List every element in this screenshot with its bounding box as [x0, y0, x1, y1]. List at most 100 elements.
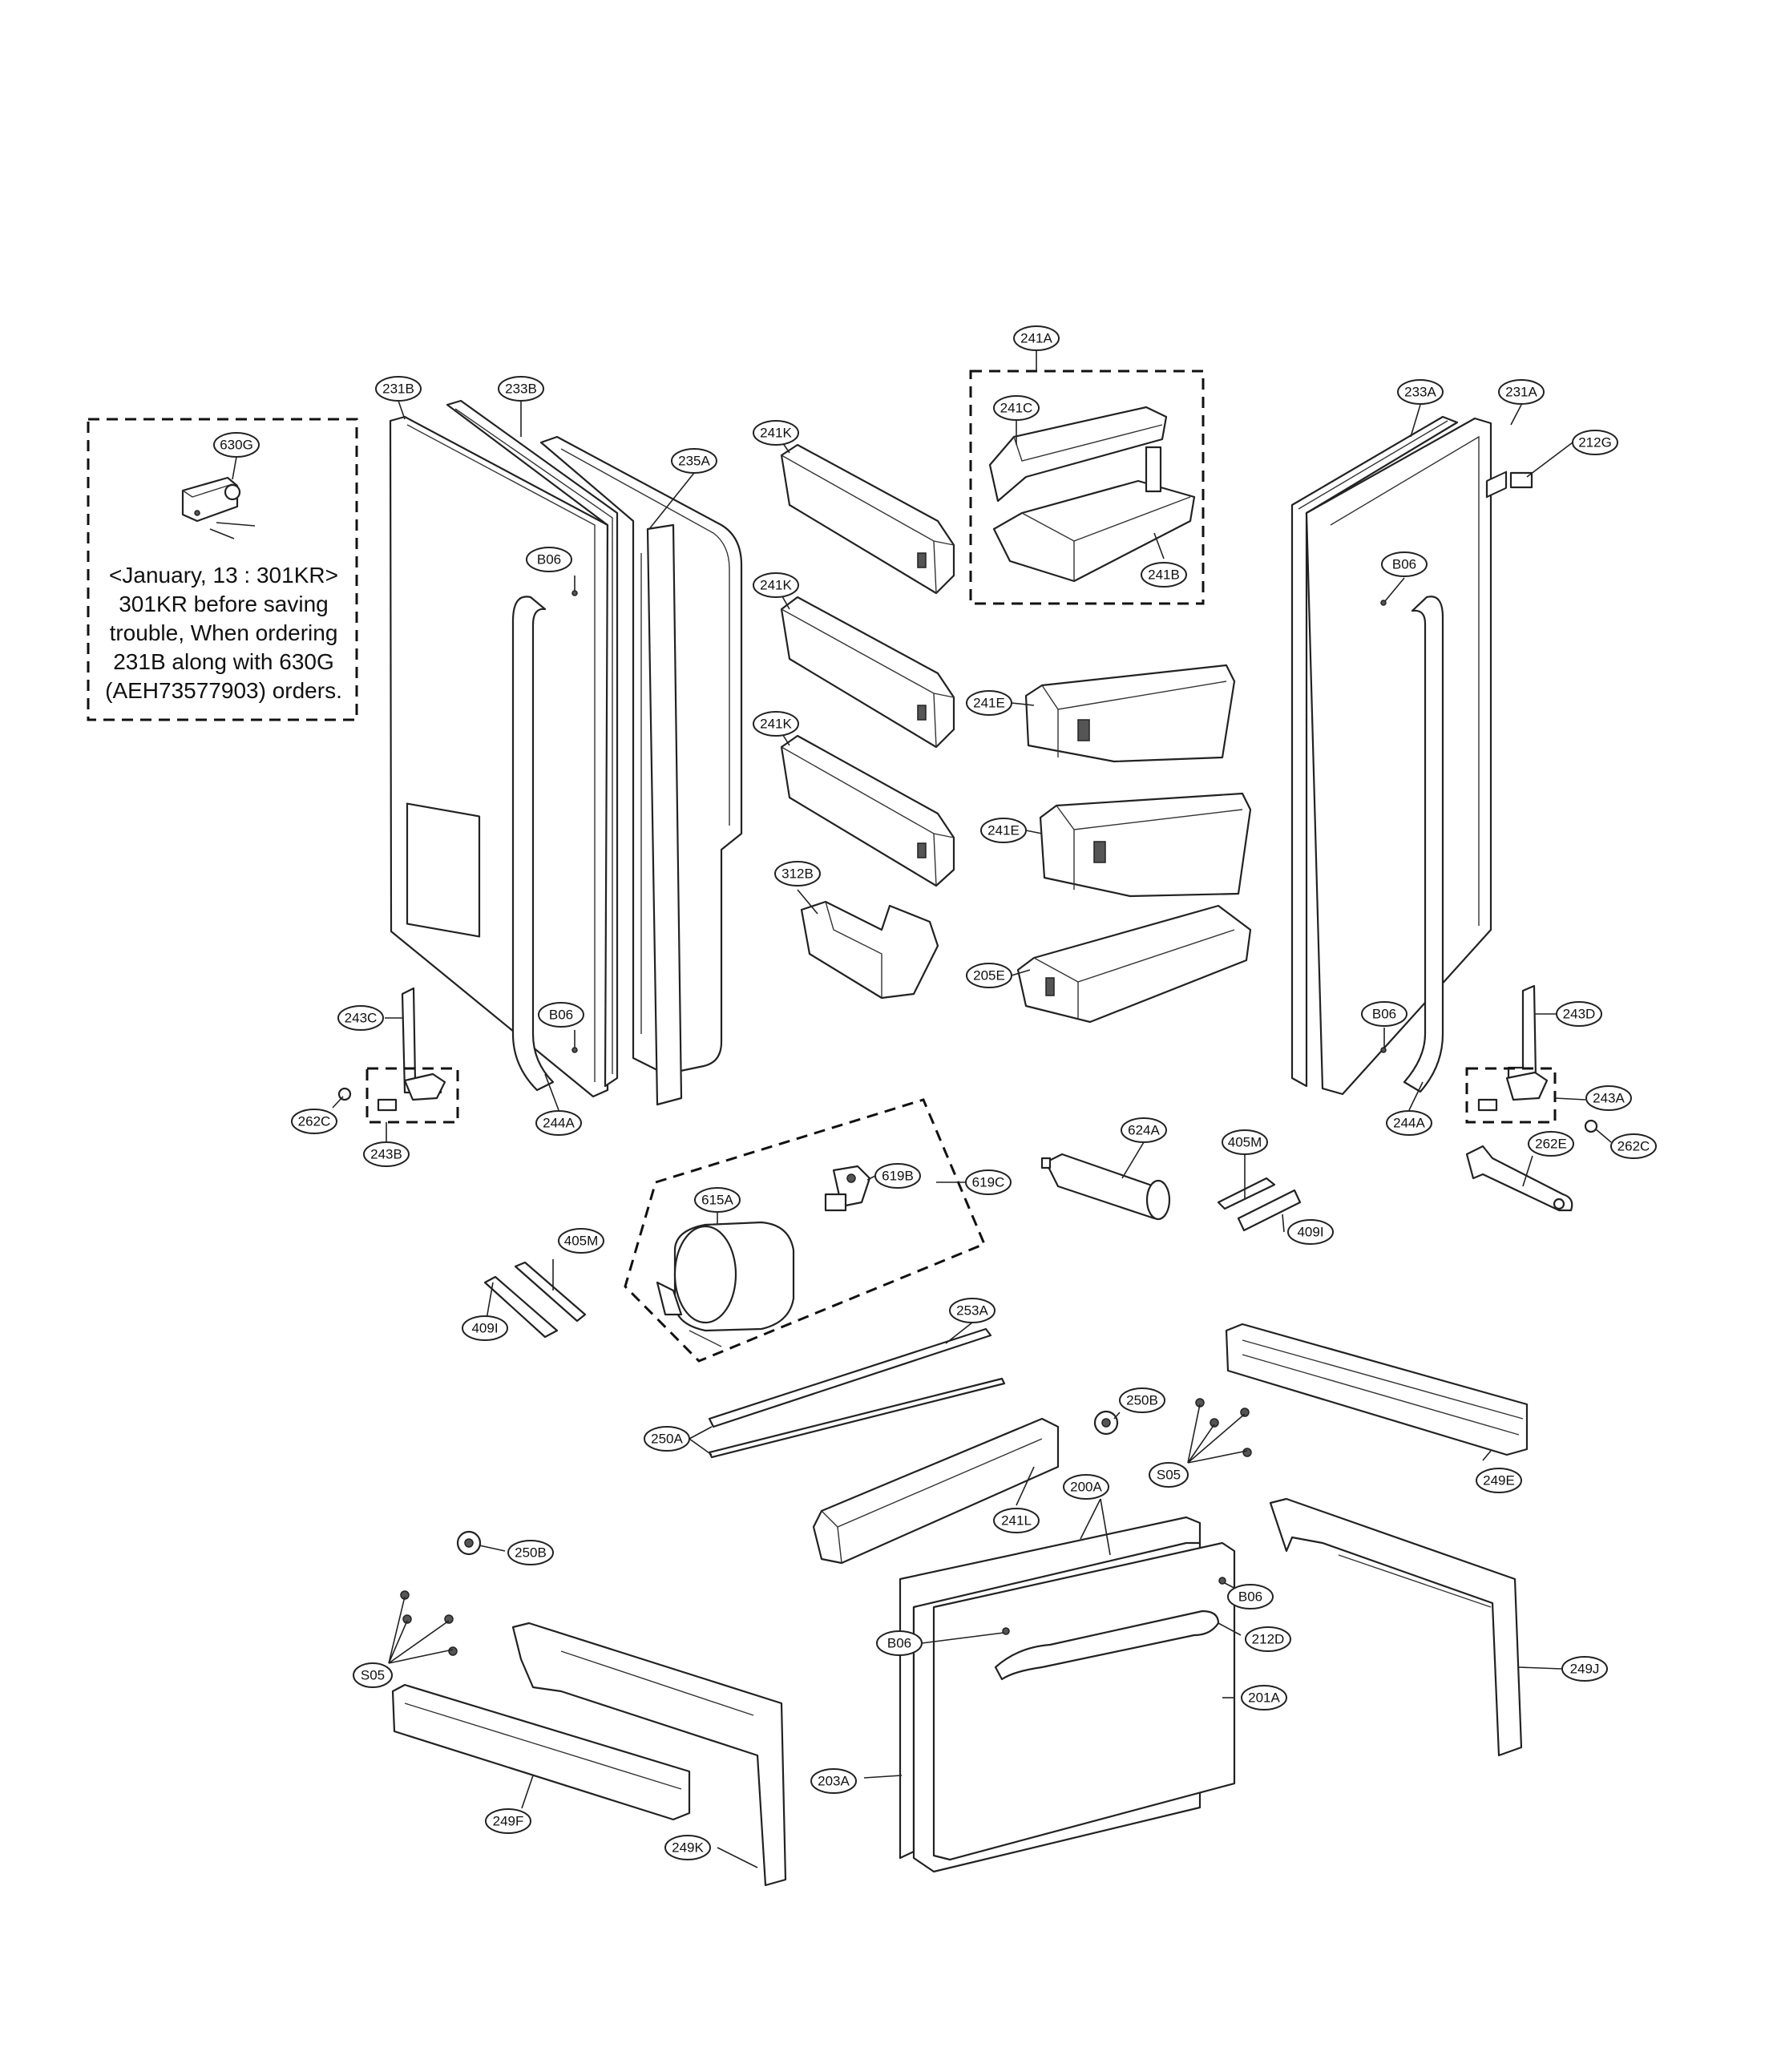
- part-241k-bin-middle: [780, 596, 955, 749]
- callout-243a: 243A: [1585, 1085, 1632, 1111]
- callout-label-262c-right: 262C: [1617, 1139, 1650, 1154]
- part-250a-seal: [708, 1377, 1006, 1459]
- callout-262c-left: 262C: [291, 1109, 337, 1134]
- callout-241k-bottom: 241K: [753, 711, 799, 737]
- callout-label-b06-left-top: B06: [537, 552, 561, 567]
- callout-label-231b: 231B: [382, 382, 414, 397]
- part-205e-bin: [1016, 904, 1252, 1024]
- part-201a-drawer-front: [932, 1541, 1236, 1861]
- part-243a-hinge: [1477, 1071, 1549, 1112]
- callout-label-409i-left: 409I: [471, 1321, 498, 1336]
- callout-label-200a: 200A: [1070, 1480, 1102, 1495]
- callout-619b: 619B: [874, 1163, 921, 1189]
- callout-201a: 201A: [1241, 1685, 1287, 1711]
- callout-label-s05-upper: S05: [1157, 1468, 1181, 1483]
- group-243a-outline: [1465, 1067, 1557, 1124]
- callout-label-b06-drawer-left: B06: [887, 1636, 911, 1651]
- callout-243d: 243D: [1556, 1001, 1602, 1027]
- callout-label-262e: 262E: [1535, 1137, 1567, 1152]
- callout-249e: 249E: [1476, 1468, 1522, 1493]
- part-231a-right-door: [1305, 417, 1508, 1096]
- callout-250b-lower: 250B: [507, 1540, 554, 1565]
- callout-label-231a: 231A: [1505, 385, 1537, 400]
- callout-label-241c: 241C: [1000, 401, 1033, 416]
- callout-233b: 233B: [498, 376, 544, 402]
- part-250b-gear-lower: [456, 1530, 482, 1556]
- callout-label-205e: 205E: [973, 968, 1005, 983]
- part-619b-valve: [824, 1165, 871, 1212]
- callout-243c: 243C: [337, 1005, 384, 1031]
- callout-244a-left: 244A: [535, 1110, 582, 1136]
- callout-label-241e-lower: 241E: [987, 823, 1020, 838]
- callout-label-b06-drawer-right: B06: [1238, 1589, 1262, 1605]
- part-243d-hinge-bracket: [1507, 984, 1537, 1080]
- callout-b06-drawer-right: B06: [1227, 1584, 1274, 1610]
- callout-label-250b-lower: 250B: [515, 1545, 547, 1561]
- callout-212d: 212D: [1245, 1626, 1291, 1652]
- part-241l-bin: [812, 1417, 1060, 1565]
- callout-label-619c: 619C: [972, 1175, 1005, 1190]
- callout-label-241k-bottom: 241K: [760, 717, 792, 732]
- part-231b-left-door: [389, 415, 609, 1098]
- callout-250b-upper: 250B: [1119, 1387, 1165, 1413]
- callout-231a: 231A: [1498, 379, 1545, 405]
- callout-630g: 630G: [213, 432, 260, 458]
- callout-241e-lower: 241E: [980, 818, 1027, 843]
- part-615a-filter-housing: [656, 1221, 795, 1347]
- part-243b-hinge: [377, 1072, 446, 1112]
- callout-label-249j: 249J: [1570, 1662, 1600, 1677]
- callout-label-203a: 203A: [818, 1774, 850, 1789]
- callout-241a: 241A: [1013, 325, 1060, 351]
- note-line-5: (AEH73577903) orders.: [105, 678, 342, 703]
- callout-b06-left-bottom: B06: [538, 1002, 584, 1028]
- callout-241b: 241B: [1141, 562, 1187, 588]
- callout-203a: 203A: [810, 1768, 857, 1794]
- callout-label-233a: 233A: [1404, 385, 1436, 400]
- part-249j-rail: [1269, 1497, 1523, 1757]
- callout-249k: 249K: [664, 1835, 711, 1860]
- callout-label-b06-right-bottom: B06: [1372, 1007, 1396, 1022]
- group-241a-outline: [969, 370, 1205, 605]
- note-line-2: 301KR before saving: [119, 592, 329, 616]
- callout-label-243c: 243C: [345, 1011, 378, 1026]
- callout-label-b06-right-top: B06: [1392, 557, 1416, 572]
- part-409i-strip-right: [1237, 1189, 1302, 1232]
- callout-label-241a: 241A: [1020, 331, 1052, 346]
- callout-label-b06-left-bottom: B06: [549, 1008, 573, 1023]
- callout-label-624a: 624A: [1128, 1123, 1160, 1138]
- part-235a-left-door-liner: [539, 435, 743, 1106]
- part-241k-bin-top: [780, 443, 955, 595]
- callout-label-243a: 243A: [1593, 1091, 1625, 1106]
- part-233b-left-gasket: [446, 399, 619, 1088]
- part-630g-bracket: [181, 476, 256, 539]
- ordering-note: <January, 13 : 301KR> 301KR before savin…: [90, 561, 357, 705]
- callout-s05-lower: S05: [353, 1662, 393, 1688]
- part-405m-strip-right: [1217, 1177, 1276, 1210]
- callout-212g: 212G: [1572, 430, 1618, 455]
- part-262c-washer-left: [337, 1087, 352, 1101]
- callout-241k-top: 241K: [753, 420, 799, 446]
- callout-262e: 262E: [1528, 1131, 1574, 1157]
- part-212g-label: [1509, 471, 1533, 489]
- callout-label-243b: 243B: [370, 1147, 402, 1162]
- callout-label-235a: 235A: [678, 454, 710, 469]
- callout-624a: 624A: [1121, 1117, 1167, 1143]
- callout-label-212g: 212G: [1578, 435, 1612, 450]
- callout-label-249f: 249F: [493, 1814, 524, 1829]
- callout-label-241k-middle: 241K: [760, 578, 792, 593]
- callout-s05-upper: S05: [1149, 1462, 1189, 1488]
- callout-619c: 619C: [965, 1169, 1012, 1195]
- part-624a-filter: [1040, 1153, 1171, 1221]
- callout-label-s05-lower: S05: [361, 1668, 385, 1683]
- callout-231b: 231B: [375, 376, 422, 402]
- part-241b-bin-base: [992, 446, 1196, 583]
- callout-label-405m-right: 405M: [1228, 1135, 1262, 1150]
- callout-b06-right-bottom: B06: [1361, 1001, 1407, 1027]
- callout-label-241e-upper: 241E: [973, 696, 1005, 711]
- callout-241l: 241L: [993, 1508, 1040, 1533]
- callout-405m-right: 405M: [1222, 1129, 1268, 1155]
- callout-label-615a: 615A: [701, 1193, 733, 1208]
- callout-label-233b: 233B: [505, 382, 537, 397]
- callout-235a: 235A: [671, 448, 717, 474]
- part-262e-wrench: [1465, 1145, 1573, 1212]
